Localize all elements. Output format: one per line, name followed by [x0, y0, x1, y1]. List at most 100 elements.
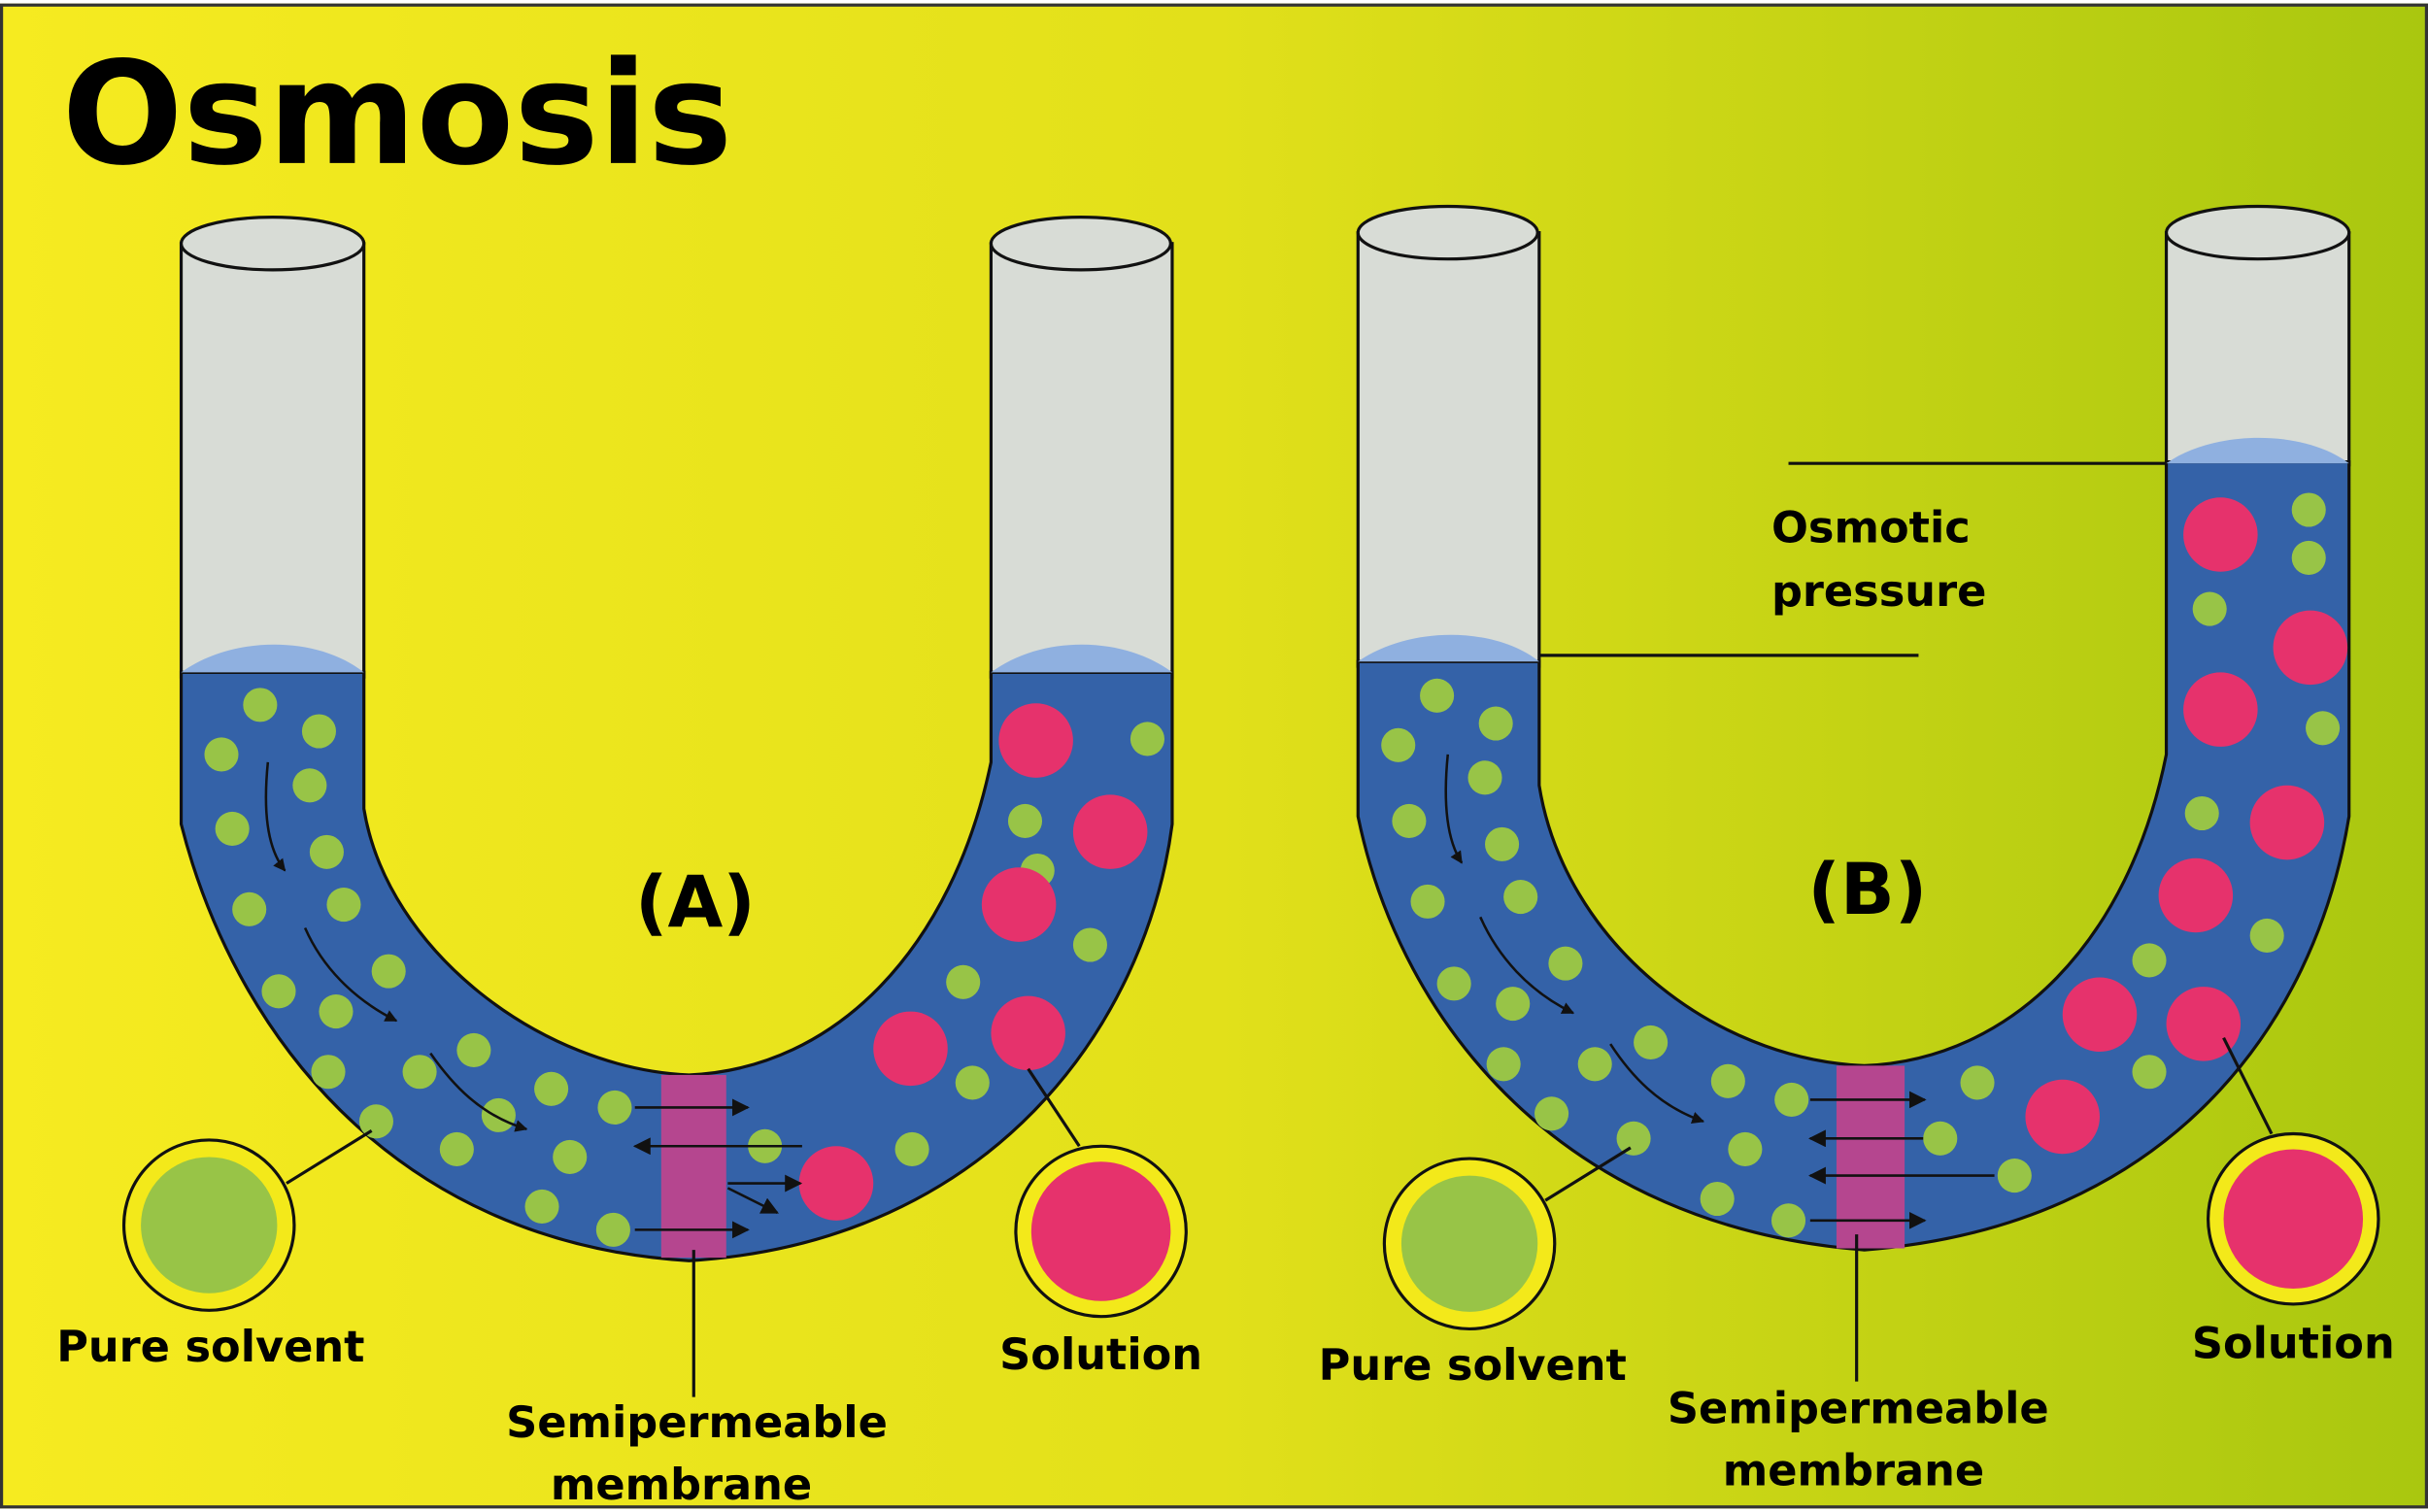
- semipermeable-membrane: [660, 1074, 726, 1259]
- solvent-particle: [232, 891, 267, 926]
- membrane-label-line-2: membrane: [551, 1460, 812, 1510]
- leader-lines: [286, 1067, 1081, 1397]
- right-meniscus: [991, 644, 1172, 673]
- solvent-particle: [204, 737, 239, 772]
- solvent-particle: [2184, 795, 2219, 831]
- solute-particle: [998, 703, 1073, 778]
- solvent-particle: [553, 1139, 588, 1174]
- pure-solvent-legend-icon: [141, 1157, 278, 1294]
- frame: [0, 3, 2428, 1509]
- solvent-particle: [301, 714, 336, 749]
- solute-particle: [2062, 977, 2138, 1053]
- solvent-particle: [1774, 1082, 1809, 1117]
- left-meniscus: [181, 644, 364, 673]
- solute-particle: [981, 867, 1057, 942]
- solvent-flow-arrows: [1444, 754, 1705, 1125]
- pure-solvent-label: Pure solvent: [1319, 1340, 1627, 1391]
- solvent-particle: [2291, 540, 2326, 575]
- panel-label-a: (A): [635, 861, 756, 944]
- right-tube-glass: [989, 242, 1174, 679]
- panel-b: (B) Osmotic pressure Pure solvent Soluti…: [1319, 204, 2395, 1495]
- solvent-particle: [1485, 826, 1520, 861]
- solute-particle: [798, 1146, 874, 1221]
- right-tube-opening: [2164, 204, 2351, 261]
- solvent-particle: [2249, 918, 2284, 953]
- solvent-particle: [2291, 492, 2326, 527]
- pure-solvent-label: Pure solvent: [56, 1322, 364, 1372]
- solute-particle: [873, 1011, 948, 1087]
- left-tube-opening: [179, 216, 366, 272]
- left-meniscus: [1358, 634, 1539, 662]
- diagram-title: Osmosis: [62, 31, 732, 197]
- solvent-particle: [1436, 966, 1471, 1001]
- solvent-particle: [1634, 1025, 1669, 1059]
- solute-particles: [798, 703, 1148, 1221]
- solvent-particle: [1960, 1065, 1995, 1100]
- pure-solvent-leader: [1544, 1146, 1632, 1202]
- solution-legend-icon: [1030, 1161, 1171, 1301]
- solvent-particle: [1997, 1159, 2032, 1193]
- solvent-particle: [1577, 1047, 1612, 1082]
- solvent-particle: [894, 1131, 929, 1167]
- solvent-particle: [319, 994, 354, 1029]
- solvent-particle: [1467, 760, 1502, 795]
- solvent-particle: [2306, 711, 2341, 746]
- solvent-particle: [1616, 1121, 1651, 1156]
- solvent-particle: [215, 811, 250, 846]
- solvent-particle: [456, 1032, 491, 1067]
- solvent-particle: [1486, 1047, 1521, 1082]
- solvent-particle: [1072, 927, 1107, 962]
- solvent-particle: [1728, 1131, 1763, 1167]
- right-tube-opening: [989, 216, 1172, 272]
- u-tube-liquid: [179, 670, 1174, 1262]
- solvent-particle: [955, 1065, 990, 1100]
- solvent-particle: [524, 1189, 559, 1225]
- solvent-particle: [311, 1055, 346, 1090]
- solvent-particle: [1381, 727, 1416, 762]
- solvent-particle: [481, 1097, 516, 1132]
- right-meniscus: [2166, 437, 2349, 464]
- osmotic-pressure-label-line-1: Osmotic: [1771, 502, 1971, 553]
- solvent-particle: [946, 964, 981, 999]
- solute-particle: [1072, 794, 1148, 869]
- left-tube-glass: [179, 242, 366, 679]
- solvent-particle: [261, 974, 296, 1009]
- flow-arrow: [303, 926, 398, 1023]
- leader-lines: [1538, 461, 2274, 1382]
- solvent-particle: [326, 888, 361, 923]
- solvent-particles: [1381, 492, 2341, 1238]
- solute-particle: [2183, 672, 2258, 747]
- pure-solvent-leader: [286, 1128, 373, 1185]
- solvent-particle: [1496, 987, 1531, 1022]
- solute-particle: [2166, 987, 2242, 1061]
- solvent-particle: [1710, 1063, 1745, 1098]
- solvent-particle: [2132, 943, 2167, 978]
- solvent-particle: [1503, 880, 1538, 915]
- membrane-arrows: [1808, 1091, 1995, 1229]
- semipermeable-membrane: [1836, 1065, 1905, 1249]
- flow-arrow: [429, 1052, 528, 1132]
- solvent-particle: [1548, 946, 1583, 981]
- left-tube-glass: [1356, 231, 1541, 668]
- solvent-particle: [358, 1104, 393, 1139]
- solvent-particle: [309, 834, 344, 869]
- solution-leader: [2222, 1036, 2274, 1135]
- solution-label: Solution: [2192, 1319, 2395, 1369]
- solvent-particle: [402, 1055, 437, 1090]
- solvent-particle: [595, 1212, 630, 1247]
- left-tube-opening: [1356, 204, 1539, 261]
- solute-particle: [991, 995, 1065, 1071]
- right-tube-glass: [2164, 231, 2351, 467]
- solvent-particle: [534, 1071, 569, 1106]
- solvent-flow-arrows: [264, 761, 528, 1132]
- solvent-particle: [2192, 591, 2227, 626]
- solvent-particle: [1420, 678, 1455, 713]
- solvent-particle: [1534, 1096, 1569, 1131]
- solvent-particle: [1478, 706, 1513, 741]
- solution-legend-icon: [2223, 1149, 2364, 1289]
- flow-arrow: [1444, 754, 1464, 864]
- solvent-particle: [1410, 884, 1445, 919]
- membrane-label-line-1: Semipermeable: [1668, 1384, 2049, 1434]
- background: [0, 3, 2428, 1509]
